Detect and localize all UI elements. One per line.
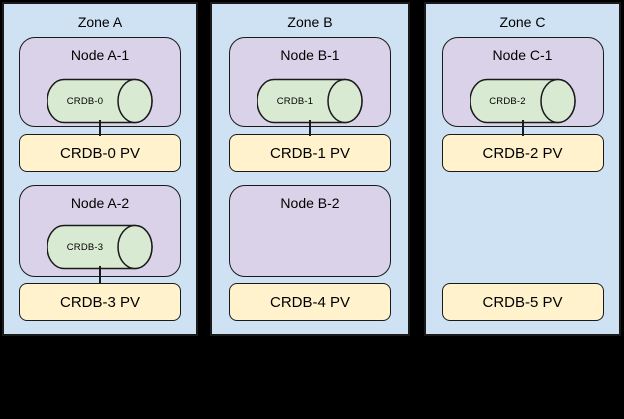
pv-box: CRDB-5 PV — [441, 283, 604, 321]
node-b2-label: Node B-2 — [280, 195, 340, 211]
pv-box: CRDB-0 PV — [19, 134, 181, 172]
node-b2-box: Node B-2 — [229, 185, 391, 277]
connector-line — [99, 266, 101, 284]
pv-label: CRDB-2 PV — [482, 144, 563, 162]
connector-line — [309, 120, 311, 136]
pv-box: CRDB-2 PV — [441, 134, 604, 172]
pv-label: CRDB-1 PV — [269, 144, 351, 162]
pv-box: CRDB-1 PV — [229, 134, 391, 172]
cylinder-label: CRDB-0 — [66, 95, 104, 107]
node-a1-label: Node A-1 — [70, 47, 130, 63]
pv-label: CRDB-0 PV — [59, 144, 141, 162]
database-cylinder-icon: CRDB-3 — [47, 224, 153, 270]
cylinder-label: CRDB-1 — [276, 95, 314, 107]
zone-panel-a: Zone A Node A-1 CRDB-0 CRDB-0 PV Node A-… — [2, 2, 198, 336]
pv-label: CRDB-4 PV — [269, 293, 351, 311]
node-b1-label: Node B-1 — [280, 47, 340, 63]
pv-label: CRDB-3 PV — [59, 293, 141, 311]
zone-a-title: Zone A — [77, 14, 123, 30]
zone-panel-b: Zone B Node B-1 CRDB-1 CRDB-1 PV Node B-… — [210, 2, 410, 336]
cylinder-label: CRDB-2 — [489, 95, 526, 107]
pv-box: CRDB-4 PV — [229, 283, 391, 321]
node-a2-label: Node A-2 — [70, 195, 130, 211]
database-cylinder-icon: CRDB-2 — [469, 78, 576, 124]
cylinder-label: CRDB-3 — [66, 241, 104, 253]
pv-label: CRDB-5 PV — [482, 293, 563, 311]
node-b1-box: Node B-1 CRDB-1 — [229, 37, 391, 127]
zone-c-title: Zone C — [499, 14, 546, 30]
node-a2-box: Node A-2 CRDB-3 — [19, 185, 181, 277]
node-c1-box: Node C-1 CRDB-2 — [441, 37, 604, 127]
node-c1-label: Node C-1 — [492, 47, 553, 63]
connector-line — [99, 120, 101, 136]
node-a1-box: Node A-1 CRDB-0 — [19, 37, 181, 127]
database-cylinder-icon: CRDB-0 — [47, 78, 153, 124]
connector-line — [521, 120, 524, 136]
pv-box: CRDB-3 PV — [19, 283, 181, 321]
zone-panel-c: Zone C Node C-1 CRDB-2 CRDB-2 PV CRDB-5 … — [424, 2, 621, 336]
database-cylinder-icon: CRDB-1 — [257, 78, 363, 124]
zone-b-title: Zone B — [287, 14, 333, 30]
